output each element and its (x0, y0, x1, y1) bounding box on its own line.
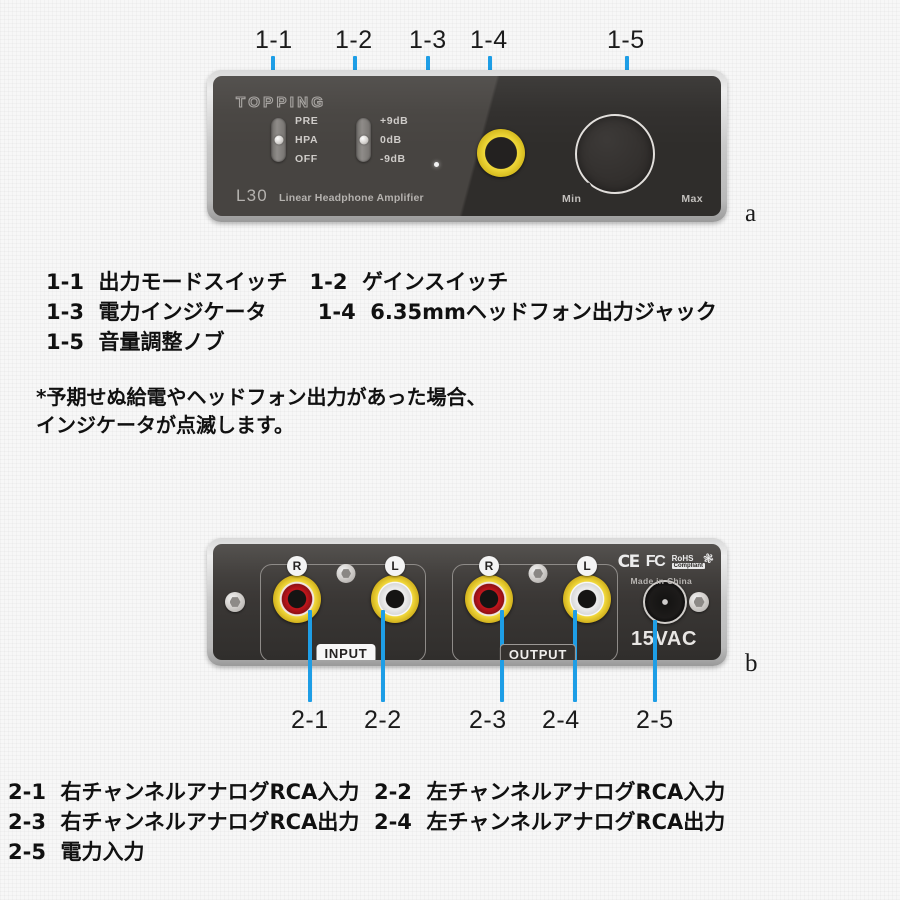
callout-line-2-5 (653, 620, 657, 702)
headphone-output-jack[interactable] (477, 129, 525, 177)
rear-panel-legend: 2-1 右チャンネルアナログRCA入力 2-2 左チャンネルアナログRCA入力 … (8, 778, 725, 867)
toggle-dot-icon (359, 135, 368, 145)
channel-tag-left: L (385, 556, 405, 576)
switch-label-pre: PRE (295, 115, 319, 127)
chassis-screw-right-icon (689, 592, 709, 612)
rear-panel-device: R L INPUT R (207, 538, 727, 666)
callout-number-1-3: 1-3 (409, 26, 447, 54)
callout-line-2-1 (308, 610, 312, 702)
front-panel-legend: 1-1 出力モードスイッチ 1-2 ゲインスイッチ 1-3 電力インジケータ 1… (46, 268, 717, 357)
input-mid-screw-icon (336, 564, 356, 583)
callout-number-1-1: 1-1 (255, 26, 293, 54)
made-in-text: Made in China (630, 576, 693, 586)
callout-number-2-4: 2-4 (542, 706, 580, 734)
toggle-dot-icon (274, 135, 283, 145)
ac-power-input-jack[interactable] (643, 580, 687, 624)
front-panel-note: *予期せぬ給電やヘッドフォン出力があった場合、 インジケータが点滅します。 (36, 383, 486, 440)
chassis-screw-left-icon (225, 592, 245, 612)
certification-marks: CE FC RoHS Compliant ❃ Made in China (617, 550, 716, 586)
switch-label-hpa: HPA (295, 133, 319, 146)
fcc-mark-icon: FC (645, 553, 666, 570)
channel-tag-right: R (479, 556, 499, 576)
ce-mark-icon: CE (617, 552, 641, 572)
callout-number-2-3: 2-3 (469, 706, 507, 734)
legend-line: 1-5 音量調整ノブ (46, 329, 225, 354)
rohs-bottom-text: Compliant (671, 563, 705, 569)
rohs-mark-icon: RoHS Compliant ❃ (671, 550, 716, 569)
switch-label-gain-minus9: -9dB (380, 152, 406, 165)
gain-switch[interactable]: +9dB 0dB -9dB (356, 116, 416, 164)
callout-number-1-4: 1-4 (470, 26, 508, 54)
rohs-top-text: RoHS (671, 554, 694, 563)
volume-knob-highlight (575, 114, 655, 194)
figure-letter-b: b (745, 650, 758, 677)
callout-number-2-2: 2-2 (364, 706, 402, 734)
rca-jack-red-icon[interactable] (273, 575, 321, 623)
callout-number-1-2: 1-2 (335, 26, 373, 54)
input-label-badge: INPUT (316, 644, 376, 660)
output-mid-screw-icon (528, 564, 548, 583)
channel-tag-left: L (577, 556, 597, 576)
rca-jack-red-icon[interactable] (465, 575, 513, 623)
switch-label-gain-0: 0dB (380, 133, 402, 146)
front-panel-device: TOPPING PRE HPA OFF +9dB 0dB (207, 70, 727, 222)
legend-line: 2-5 電力入力 (8, 839, 145, 864)
output-mode-switch-labels: PRE HPA OFF (295, 116, 318, 164)
callout-number-1-5: 1-5 (607, 26, 645, 54)
leaf-icon: ❃ (701, 549, 716, 568)
gain-toggle-lever[interactable] (356, 118, 371, 162)
legend-line: 1-1 出力モードスイッチ 1-2 ゲインスイッチ (46, 270, 509, 294)
model-name: L30 (236, 186, 268, 205)
figure-letter-a: a (745, 200, 757, 227)
model-description: Linear Headphone Amplifier (278, 192, 424, 204)
volume-max-label: Max (681, 193, 703, 205)
legend-line: 2-3 右チャンネルアナログRCA出力 2-4 左チャンネルアナログRCA出力 (8, 809, 726, 834)
gain-switch-labels: +9dB 0dB -9dB (380, 116, 416, 164)
switch-label-gain-plus9: +9dB (380, 115, 409, 127)
channel-tag-right: R (287, 556, 307, 576)
volume-min-label: Min (562, 193, 582, 205)
output-mode-switch[interactable]: PRE HPA OFF (271, 116, 318, 164)
certification-row: CE FC RoHS Compliant ❃ (617, 550, 716, 572)
volume-knob[interactable] (575, 114, 655, 194)
model-row: L30 Linear Headphone Amplifier (236, 186, 424, 206)
brand-logo: TOPPING (235, 93, 327, 111)
output-mode-toggle-lever[interactable] (271, 118, 286, 162)
switch-label-off: OFF (295, 152, 318, 165)
ac-power-label: 15VAC (631, 628, 697, 650)
rca-jack-white-icon[interactable] (371, 575, 419, 623)
legend-line: 1-3 電力インジケータ 1-4 6.35mmヘッドフォン出力ジャック (46, 299, 717, 324)
output-label-badge: OUTPUT (499, 644, 577, 660)
callout-number-2-5: 2-5 (636, 706, 674, 734)
legend-line: 2-1 右チャンネルアナログRCA入力 2-2 左チャンネルアナログRCA入力 (8, 780, 726, 804)
callout-line-2-2 (381, 610, 385, 702)
callout-number-2-1: 2-1 (291, 706, 329, 734)
note-line: インジケータが点滅します。 (36, 413, 294, 438)
note-line: *予期せぬ給電やヘッドフォン出力があった場合、 (36, 385, 487, 409)
rca-jack-white-icon[interactable] (563, 575, 611, 623)
power-indicator-led (434, 162, 439, 167)
